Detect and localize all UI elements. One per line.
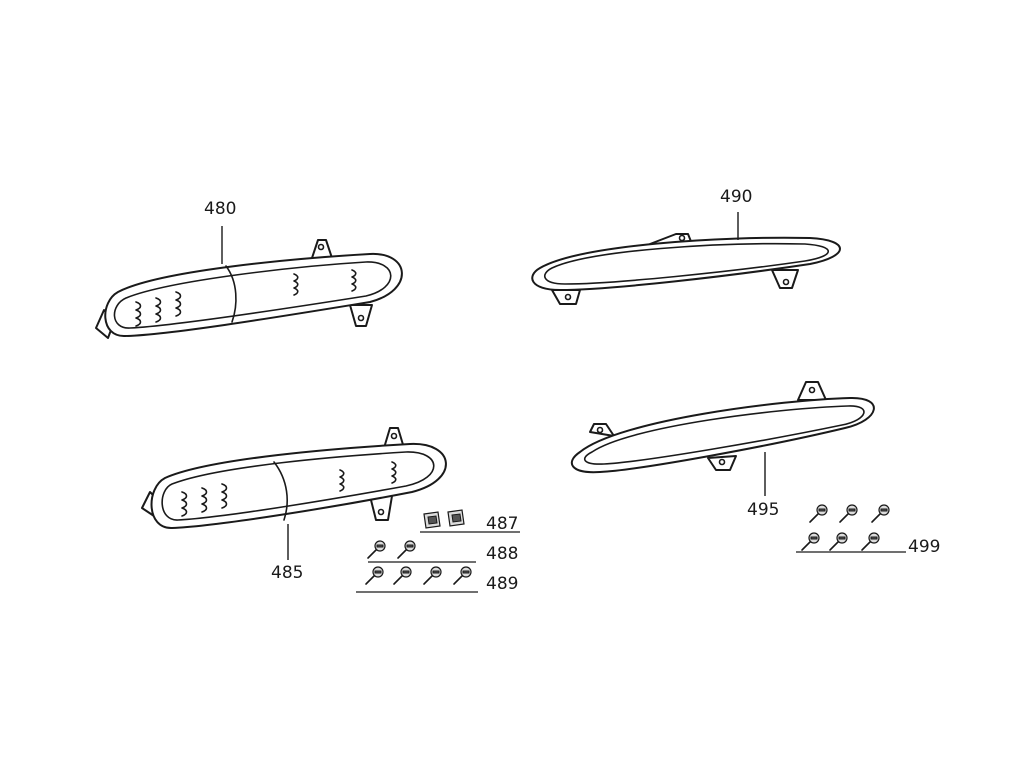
reflector-495 bbox=[570, 381, 875, 474]
callout-488: 488 bbox=[486, 544, 518, 564]
screws-489 bbox=[365, 566, 472, 585]
callout-487: 487 bbox=[486, 514, 518, 534]
reflector-490 bbox=[531, 233, 841, 305]
callout-495: 495 bbox=[747, 500, 779, 520]
screws-488 bbox=[367, 540, 416, 559]
screws-499 bbox=[801, 504, 890, 551]
callout-480: 480 bbox=[204, 199, 236, 219]
callout-499: 499 bbox=[908, 537, 940, 557]
callout-490: 490 bbox=[720, 187, 752, 207]
lamp-485 bbox=[141, 427, 447, 530]
callout-485: 485 bbox=[271, 563, 303, 583]
lamp-480 bbox=[95, 239, 403, 339]
clips-487 bbox=[423, 509, 465, 529]
callout-489: 489 bbox=[486, 574, 518, 594]
